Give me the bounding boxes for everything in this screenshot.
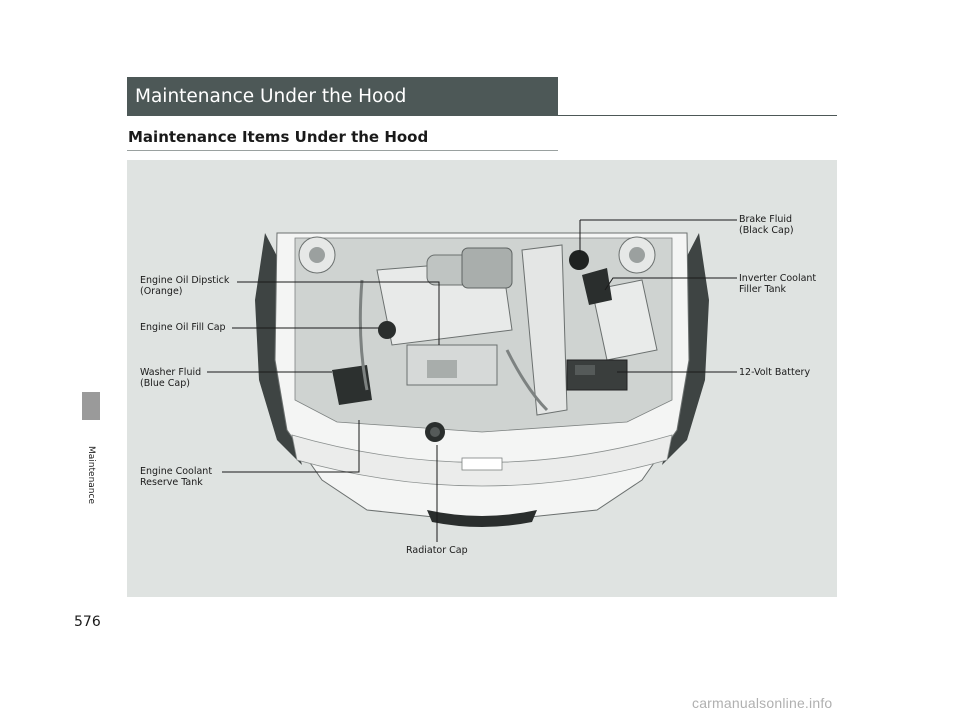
page-number: 576 (74, 614, 101, 630)
callout-coolant-reserve: Engine Coolant Reserve Tank (140, 466, 212, 488)
callout-washer-fluid: Washer Fluid (Blue Cap) (140, 367, 201, 389)
section-title-bar: Maintenance Under the Hood (127, 77, 558, 116)
subsection-rule (127, 150, 558, 151)
callout-oil-dipstick: Engine Oil Dipstick (Orange) (140, 275, 229, 297)
callout-oil-fill-cap: Engine Oil Fill Cap (140, 322, 226, 333)
chapter-tab-marker (82, 392, 100, 420)
chapter-side-label: Maintenance (78, 440, 104, 510)
callout-12v-battery: 12-Volt Battery (739, 367, 810, 378)
watermark: carmanualsonline.info (692, 695, 832, 711)
callout-brake-fluid: Brake Fluid (Black Cap) (739, 214, 794, 236)
subsection-heading: Maintenance Items Under the Hood (128, 128, 428, 146)
engine-bay-figure: Brake Fluid (Black Cap) Inverter Coolant… (127, 160, 837, 597)
section-title: Maintenance Under the Hood (135, 86, 406, 107)
callout-radiator-cap: Radiator Cap (406, 545, 468, 556)
engine-bay-illustration (127, 160, 837, 597)
callout-inverter-coolant: Inverter Coolant Filler Tank (739, 273, 816, 295)
section-rule (558, 115, 837, 116)
